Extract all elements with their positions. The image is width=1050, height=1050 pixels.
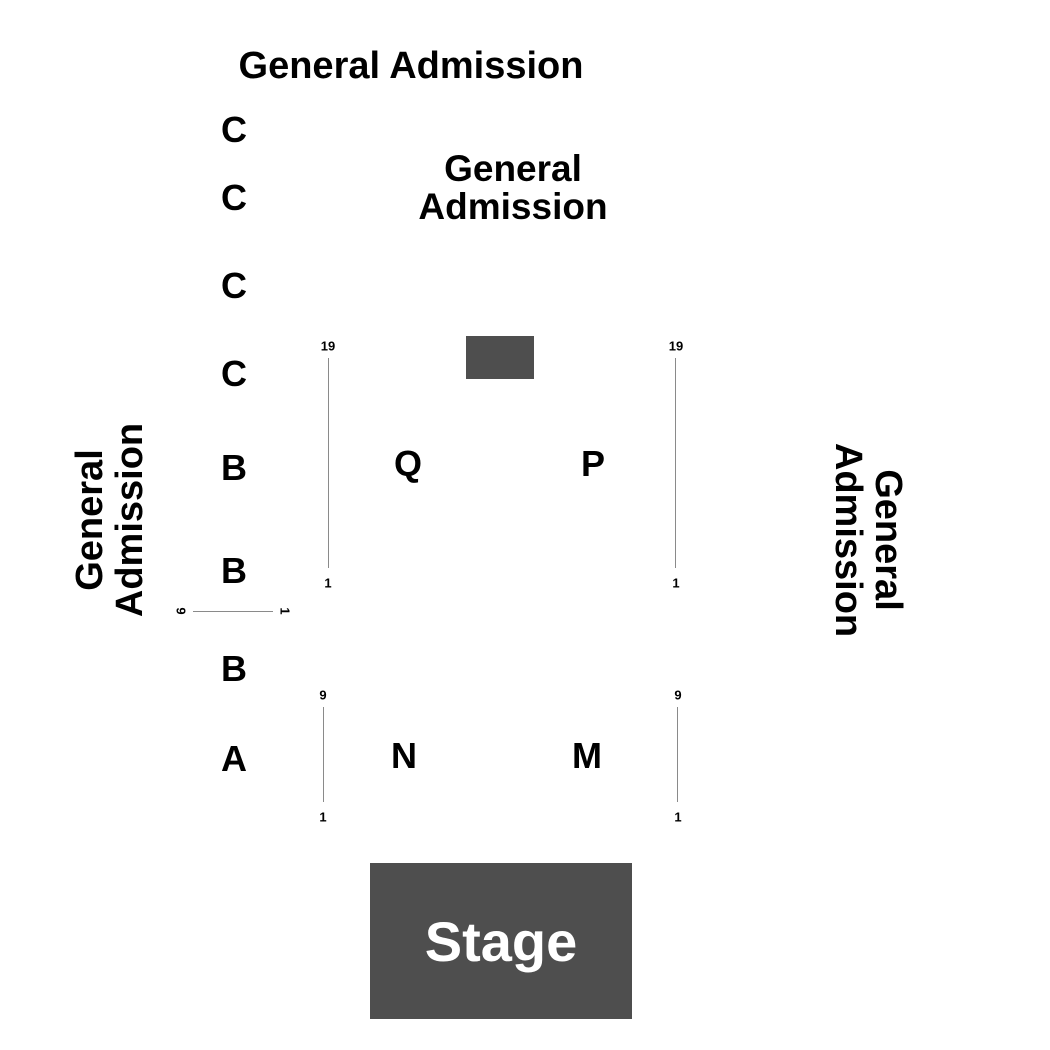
side-row-number-9: 9 (173, 607, 189, 615)
side-row-number-1: 1 (277, 607, 293, 615)
section-q-label[interactable]: Q (393, 443, 422, 484)
section-p-row-number-top: 19 (668, 338, 684, 354)
general-admission-center-line-2: Admission (418, 186, 608, 227)
general-admission-left-label: General Admission (69, 422, 151, 618)
section-p-row-number-bottom: 1 (672, 575, 680, 591)
section-n-label[interactable]: N (391, 735, 417, 776)
section-n-row-number-bottom: 1 (319, 809, 327, 825)
section-n-row-number-top: 9 (319, 687, 327, 703)
section-p-label[interactable]: P (580, 443, 605, 484)
section-m-row-line (677, 707, 678, 802)
row-label-b-3[interactable]: B (221, 648, 247, 689)
row-label-a[interactable]: A (221, 738, 247, 779)
section-q-row-number-bottom: 1 (324, 575, 332, 591)
general-admission-right-label: General Admission (827, 442, 909, 638)
general-admission-right-line-2: Admission (827, 442, 869, 638)
row-label-b-2[interactable]: B (221, 550, 247, 591)
general-admission-center-label: General Admission (395, 150, 631, 226)
stage: Stage (370, 863, 632, 1019)
general-admission-top-label: General Admission (238, 45, 584, 87)
general-admission-right-line-1: General (867, 469, 909, 611)
section-q-row-line (328, 358, 329, 568)
section-m-row-number-top: 9 (674, 687, 682, 703)
stage-label: Stage (424, 909, 578, 973)
general-admission-center-line-1: General (444, 148, 582, 189)
section-n-row-line (323, 707, 324, 802)
general-admission-left-line-2: Admission (109, 422, 151, 618)
section-m-label[interactable]: M (572, 735, 602, 776)
side-row-line (193, 611, 273, 612)
general-admission-left-line-1: General (69, 449, 111, 591)
row-label-c-2[interactable]: C (221, 177, 247, 218)
section-m-row-number-bottom: 1 (674, 809, 682, 825)
section-q-row-number-top: 19 (320, 338, 336, 354)
section-p-row-line (675, 358, 676, 568)
row-label-c-4[interactable]: C (221, 353, 247, 394)
row-label-b-1[interactable]: B (221, 447, 247, 488)
sound-booth (466, 336, 534, 379)
row-label-c-3[interactable]: C (221, 265, 247, 306)
row-label-c-1[interactable]: C (221, 109, 247, 150)
